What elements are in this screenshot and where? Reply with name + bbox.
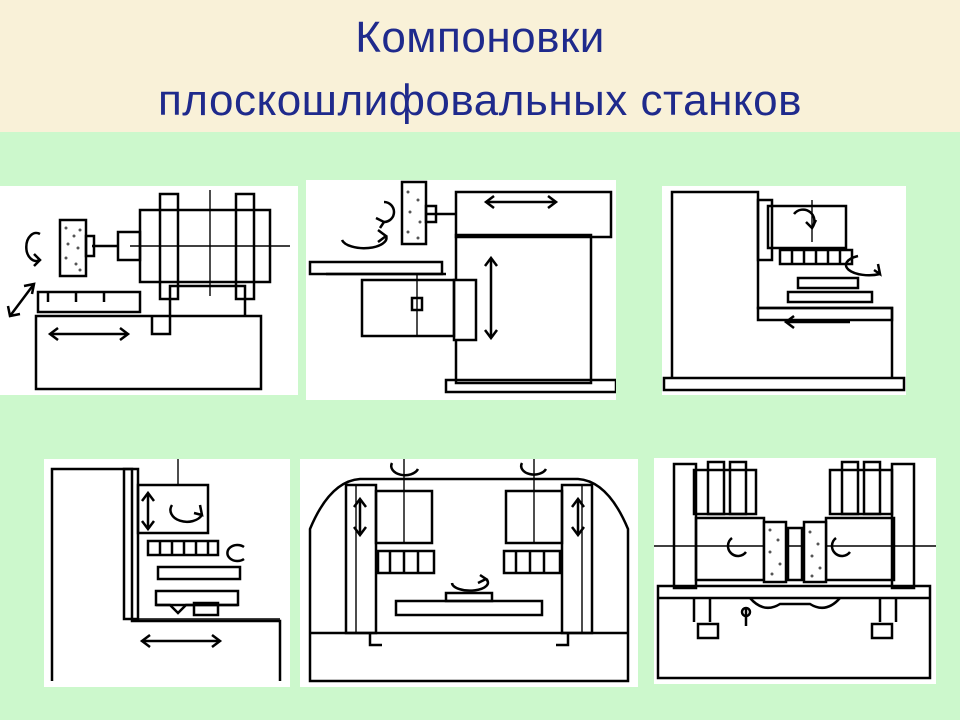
diagram-panel-6 [654,458,936,684]
double-spindle-face-grinder-icon [654,460,936,680]
vertical-spindle-rotary-table-icon [662,190,906,392]
diagram-panel-5 [300,459,638,687]
slide-title-line-2: плоскошлифовальных станков [157,76,803,125]
diagram-panel-4 [44,459,290,687]
column-horizontal-spindle-cross-slide-icon [308,180,616,394]
horizontal-spindle-rectangular-table-icon [6,190,290,391]
slide-title-line-1: Компоновки [355,13,605,62]
double-column-rotary-table-icon [308,459,630,683]
title-band [0,0,960,132]
diagram-panel-2 [306,180,616,400]
diagram-panel-1 [0,186,298,395]
diagram-panel-3 [662,186,906,395]
vertical-spindle-rectangular-table-icon [50,459,282,681]
